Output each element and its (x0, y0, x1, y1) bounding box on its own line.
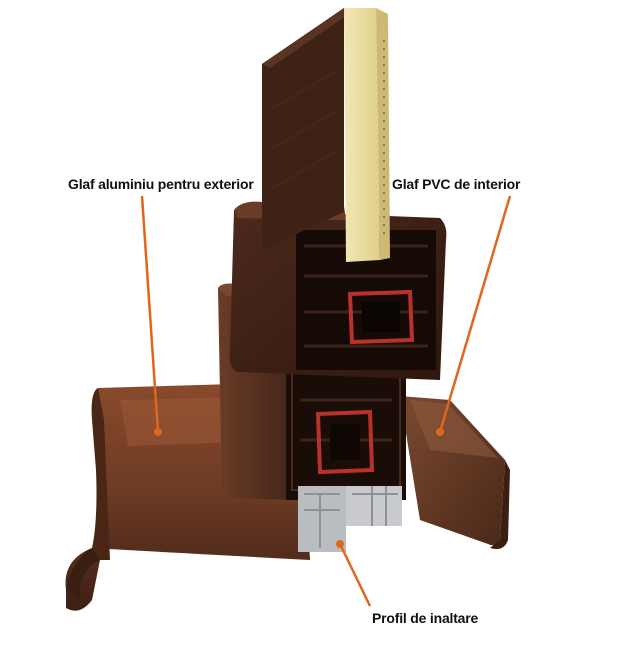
exterior-sill-label: Glaf aluminiu pentru exterior (68, 176, 254, 192)
raising-profile-label: Profil de inaltare (372, 610, 479, 626)
interior-sill-label: Glaf PVC de interior (392, 176, 521, 192)
